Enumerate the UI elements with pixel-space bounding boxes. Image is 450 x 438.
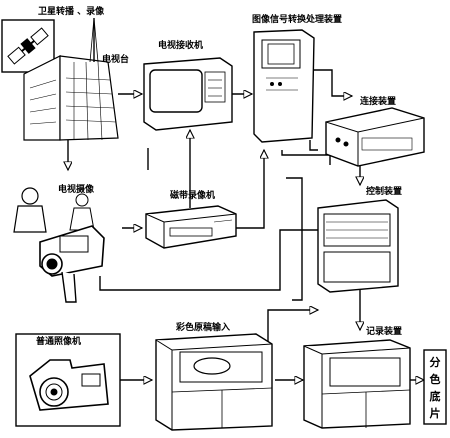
vcr-icon [145, 205, 237, 249]
scanner-icon [155, 333, 273, 431]
color-input-label: 彩色原稿输入 [175, 321, 230, 333]
satellite-icon [1, 19, 55, 73]
output-film-box: 分 色 底 片 [423, 349, 447, 425]
tv-station-label: 电视台 [102, 53, 129, 65]
satellite-label: 卫星转播 、录像 [38, 5, 105, 17]
recorder-icon [303, 339, 411, 429]
vcr-label: 磁带录像机 [170, 189, 215, 201]
camera-icon [15, 333, 121, 427]
output-char: 分 [430, 355, 441, 369]
cabinet-icon [253, 29, 315, 143]
building-icon [23, 17, 119, 141]
control-rack-icon [317, 199, 399, 293]
output-char: 底 [430, 389, 441, 403]
tv-camera-label: 电视摄像 [58, 183, 95, 195]
still-camera-label: 普通照像机 [36, 335, 81, 347]
video-camera-icon [10, 176, 122, 303]
recorder-label: 记录装置 [366, 325, 402, 337]
tv-receiver-label: 电视接收机 [158, 39, 203, 51]
signal-processor-label: 图像信号转换处理装置 [252, 13, 342, 25]
connection-lines [68, 69, 424, 380]
junction-box-icon [325, 107, 425, 167]
output-char: 片 [430, 406, 441, 420]
output-char: 色 [430, 372, 441, 386]
control-label: 控制装置 [366, 185, 402, 197]
television-icon [143, 57, 233, 131]
connector-label: 连接装置 [360, 95, 396, 107]
